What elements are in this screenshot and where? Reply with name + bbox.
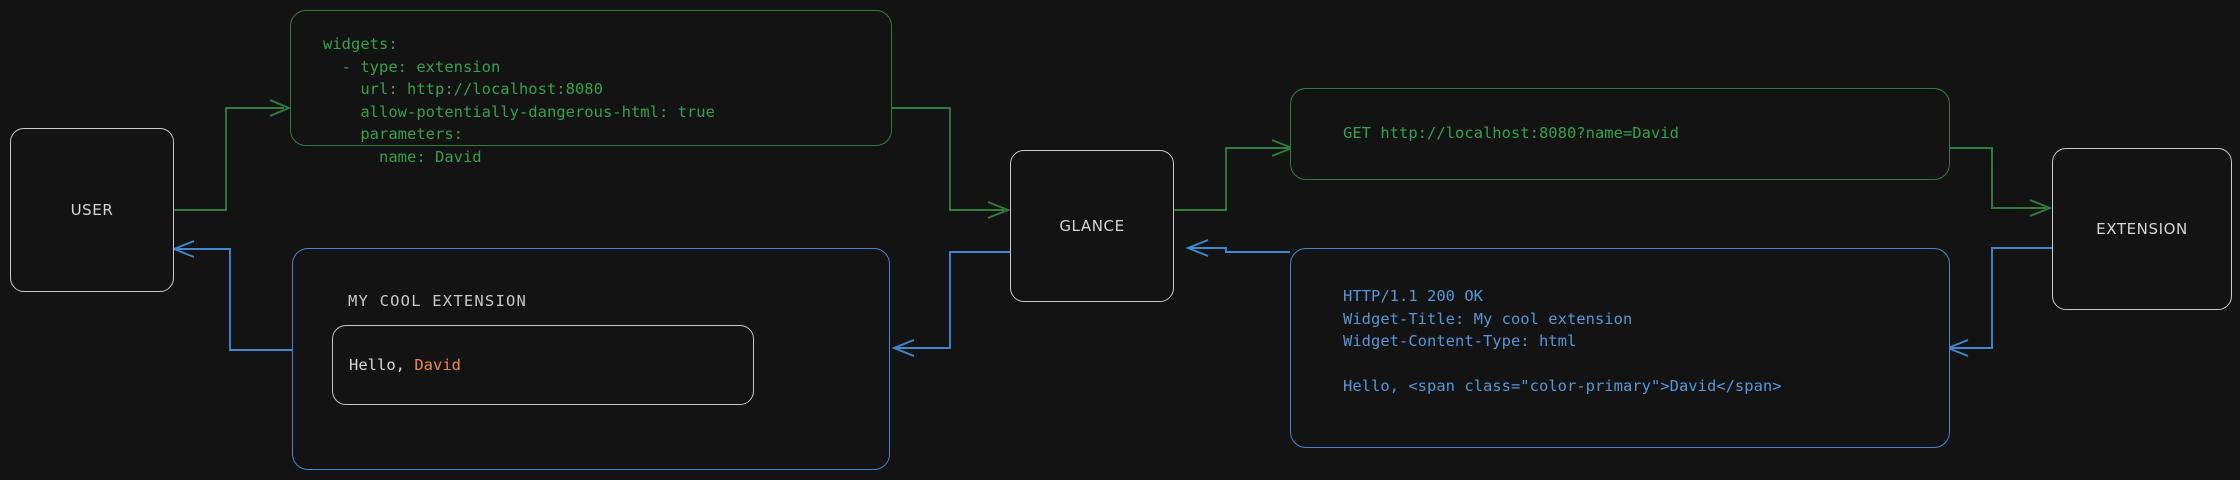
config-yaml-text: widgets: - type: extension url: http://l… [323, 35, 715, 166]
wire-extension-to-response [1945, 247, 2052, 357]
http-request-text: GET http://localhost:8080?name=David [1343, 124, 1679, 142]
wire-glance-to-widget [891, 251, 1010, 357]
widget-preview-content: Hello, David [332, 325, 754, 405]
wire-widget-to-user [171, 240, 292, 351]
wire-glance-to-request [1172, 139, 1295, 211]
node-glance[interactable]: GLANCE [1010, 150, 1174, 302]
widget-preview-greeting: Hello, David [349, 356, 461, 374]
node-extension-label: EXTENSION [2096, 220, 2188, 238]
node-glance-label: GLANCE [1059, 217, 1125, 235]
wire-request-to-extension [1950, 147, 2053, 217]
node-extension[interactable]: EXTENSION [2052, 148, 2232, 310]
wire-config-to-glance [892, 107, 1011, 219]
node-user[interactable]: USER [10, 128, 174, 292]
http-response-box[interactable]: HTTP/1.1 200 OK Widget-Title: My cool ex… [1290, 248, 1950, 448]
wire-response-to-glance [1185, 239, 1290, 257]
widget-greeting-accent: David [414, 356, 461, 374]
widget-greeting-prefix: Hello, [349, 356, 415, 374]
http-request-box[interactable]: GET http://localhost:8080?name=David [1290, 88, 1950, 180]
widget-preview-title: MY COOL EXTENSION [348, 292, 528, 310]
node-user-label: USER [70, 201, 114, 219]
wire-user-to-config [172, 99, 292, 211]
config-yaml-box[interactable]: widgets: - type: extension url: http://l… [290, 10, 892, 166]
http-response-text: HTTP/1.1 200 OK Widget-Title: My cool ex… [1343, 287, 1782, 395]
